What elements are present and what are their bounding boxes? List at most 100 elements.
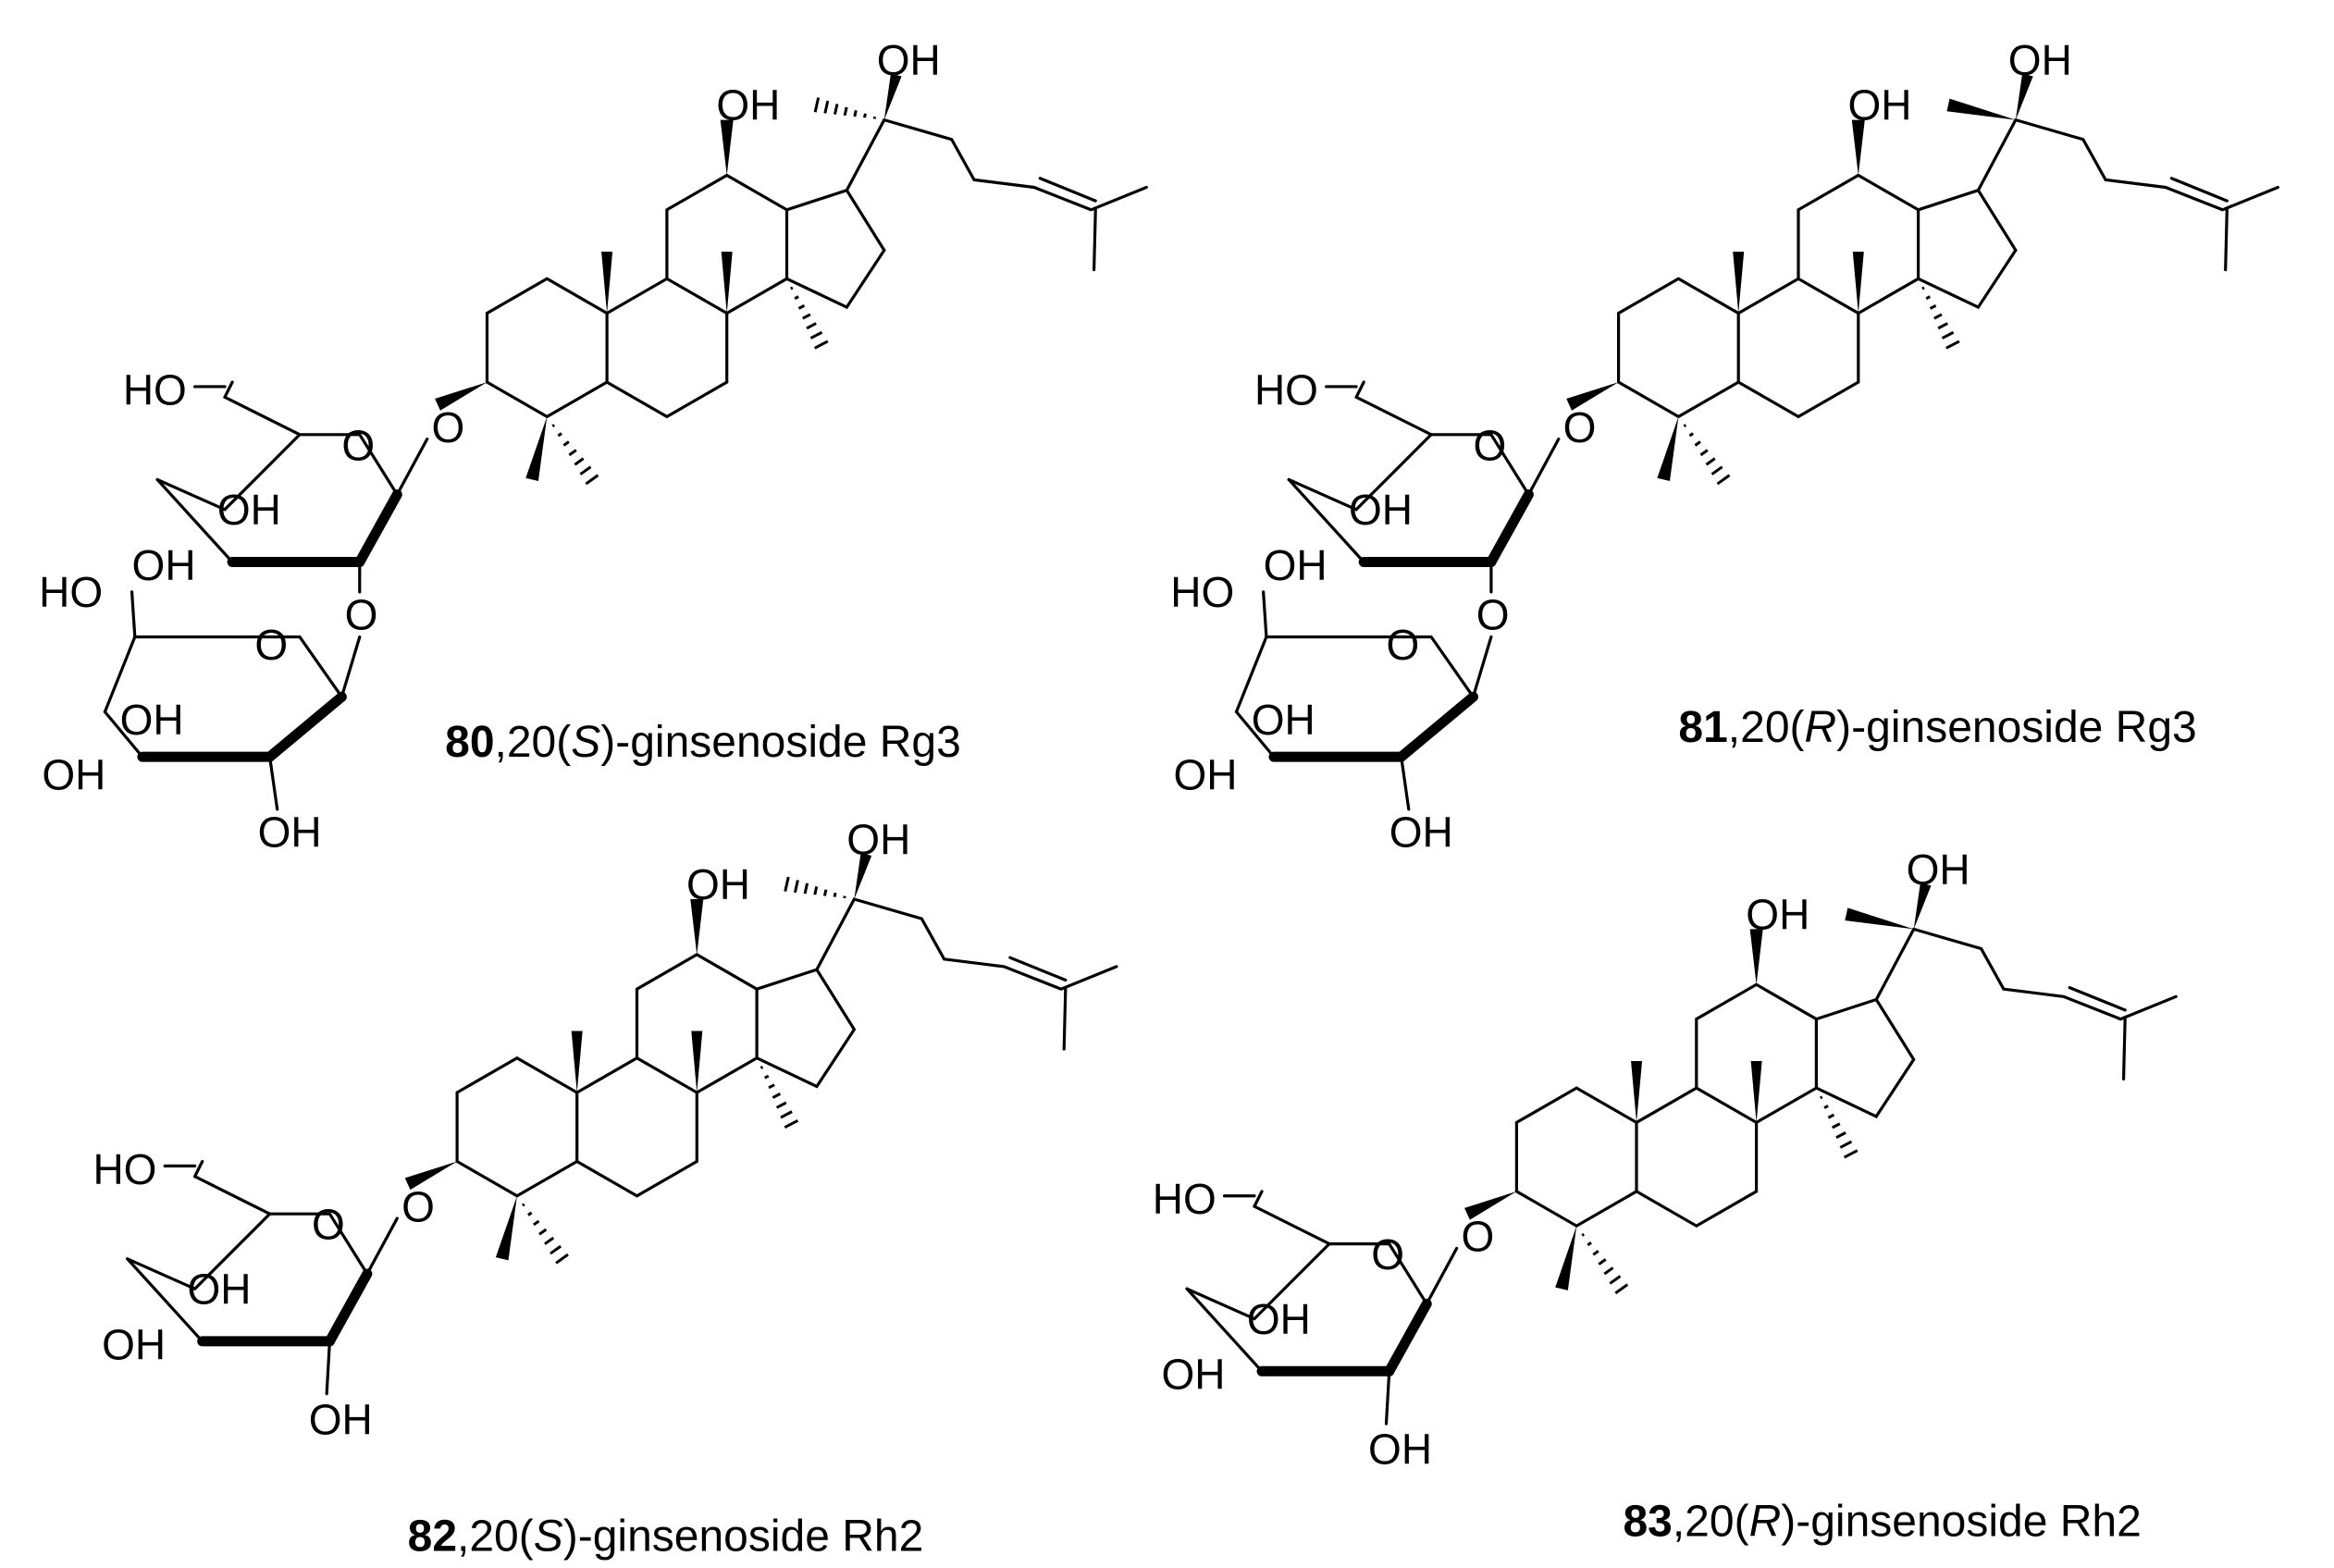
glc2-c4-hydroxyl: OH bbox=[42, 751, 105, 799]
wedge-bond bbox=[2015, 73, 2033, 120]
wedge-bond bbox=[601, 252, 613, 314]
caption-name_suffix: )-ginsenoside Rh2 bbox=[1781, 1498, 2142, 1547]
bond bbox=[2068, 985, 2127, 1012]
bond bbox=[268, 755, 279, 811]
caption-number: 83 bbox=[1623, 1498, 1672, 1547]
bond bbox=[1384, 1369, 1391, 1426]
wedge-bond bbox=[1851, 119, 1865, 176]
glc-c4-hydroxyl: OH bbox=[1264, 541, 1328, 589]
wedge-bond bbox=[1852, 252, 1864, 314]
bond bbox=[193, 1175, 272, 1216]
glc2-c3-hydroxyl: OH bbox=[120, 696, 184, 744]
glc-c2-hydroxyl: OH bbox=[309, 1395, 373, 1443]
bond bbox=[845, 118, 886, 192]
wedge-bond bbox=[883, 73, 902, 120]
bond bbox=[193, 1159, 204, 1179]
hashed-bond bbox=[1820, 1095, 1859, 1159]
caption-stereo: R bbox=[1749, 1498, 1782, 1547]
wedge-bond bbox=[721, 252, 733, 314]
ring-c bbox=[1797, 173, 1920, 315]
glc-ring-top bbox=[1328, 1242, 1428, 1305]
wedge-bond bbox=[1845, 907, 1914, 930]
ring-c bbox=[665, 173, 789, 315]
wedge-bond bbox=[1946, 98, 2016, 120]
hashed-bond bbox=[522, 1203, 569, 1265]
ring-d bbox=[1917, 188, 2018, 310]
caption-number: 81 bbox=[1678, 703, 1727, 752]
bond bbox=[365, 1216, 399, 1276]
caption-name_prefix: ,20( bbox=[1673, 1498, 1749, 1547]
caption-80: 80,20(S)-ginsenoside Rg3 bbox=[445, 718, 961, 767]
glc2-ring-oxygen: O bbox=[1387, 621, 1420, 669]
caption-name_prefix: ,20( bbox=[495, 718, 572, 767]
wedge-bond bbox=[1733, 252, 1745, 314]
bond bbox=[1234, 635, 1268, 714]
bond bbox=[1253, 1241, 1331, 1321]
glc2-ring-top bbox=[238, 635, 343, 698]
c12-hydroxyl: OH bbox=[716, 81, 780, 130]
bond bbox=[2169, 177, 2229, 203]
bond bbox=[1062, 987, 1068, 1051]
wedge-bond bbox=[720, 119, 734, 176]
wedge-bond bbox=[1631, 1060, 1643, 1123]
caption-name_suffix: )-ginsenoside Rg3 bbox=[1836, 703, 2197, 752]
c20-hydroxyl: OH bbox=[2008, 36, 2072, 84]
bond bbox=[126, 1257, 204, 1343]
glc-c6-hydroxyl: HO bbox=[1254, 365, 1318, 414]
bond bbox=[265, 691, 347, 762]
glc2-c4-hydroxyl: OH bbox=[1173, 751, 1237, 799]
hashed-bond bbox=[1581, 1232, 1629, 1295]
ring-d bbox=[1814, 997, 1916, 1118]
bond bbox=[223, 395, 302, 437]
glc-ring-top bbox=[268, 1212, 369, 1276]
glc2-c3-hydroxyl: OH bbox=[1252, 696, 1315, 744]
glc2-c2-hydroxyl: OH bbox=[258, 808, 322, 856]
ring-d bbox=[784, 188, 886, 310]
bond bbox=[155, 477, 234, 564]
glc-c4-hydroxyl: OH bbox=[132, 541, 196, 589]
c20-hydroxyl: OH bbox=[846, 815, 910, 863]
wedge-bond bbox=[1555, 1226, 1577, 1290]
bond bbox=[815, 897, 857, 971]
ring-c bbox=[1695, 982, 1818, 1124]
glc2-ring-oxygen: O bbox=[254, 621, 288, 669]
ring-a bbox=[485, 277, 609, 419]
glc-ring-oxygen: O bbox=[1371, 1230, 1404, 1278]
c20-hydroxyl: OH bbox=[877, 36, 941, 84]
bond bbox=[1253, 1190, 1264, 1208]
ring-b bbox=[605, 277, 729, 419]
glc-c3-hydroxyl: OH bbox=[217, 486, 281, 534]
wedge-bond bbox=[525, 416, 548, 482]
bond bbox=[1396, 691, 1478, 762]
molecule-81: OHOHOOHOOHOHOOHOOHOHOH81,20(R)-ginsenosi… bbox=[1170, 36, 2279, 856]
bond bbox=[354, 489, 402, 567]
wedge-bond bbox=[690, 899, 704, 955]
bond bbox=[1185, 1287, 1264, 1373]
hashed-bond bbox=[551, 424, 599, 486]
c12-hydroxyl: OH bbox=[1847, 81, 1911, 130]
wedge-bond bbox=[854, 852, 872, 899]
side-chain bbox=[1912, 927, 2178, 1021]
glc-ring-top bbox=[1429, 433, 1530, 497]
glc-c6-hydroxyl: HO bbox=[123, 365, 187, 414]
wedge-bond bbox=[1749, 929, 1763, 985]
glc-ring-oxygen: O bbox=[341, 421, 375, 469]
caption-number: 82 bbox=[408, 1512, 457, 1562]
wedge-bond bbox=[435, 382, 488, 411]
bond bbox=[395, 438, 429, 497]
caption-stereo: S bbox=[571, 718, 600, 767]
glc-c3-hydroxyl: OH bbox=[1247, 1295, 1311, 1343]
hashed-bond bbox=[813, 97, 877, 119]
side-chain bbox=[852, 897, 1118, 991]
wedge-bond bbox=[571, 1031, 583, 1093]
bond bbox=[325, 1340, 331, 1396]
glycosidic-oxygen: O bbox=[1462, 1213, 1495, 1261]
bond bbox=[324, 1268, 373, 1347]
bond bbox=[103, 635, 137, 714]
bond bbox=[1008, 956, 1068, 982]
bond bbox=[1471, 635, 1493, 698]
hashed-bond bbox=[1683, 424, 1731, 486]
glc-ring-oxygen: O bbox=[1473, 421, 1506, 469]
